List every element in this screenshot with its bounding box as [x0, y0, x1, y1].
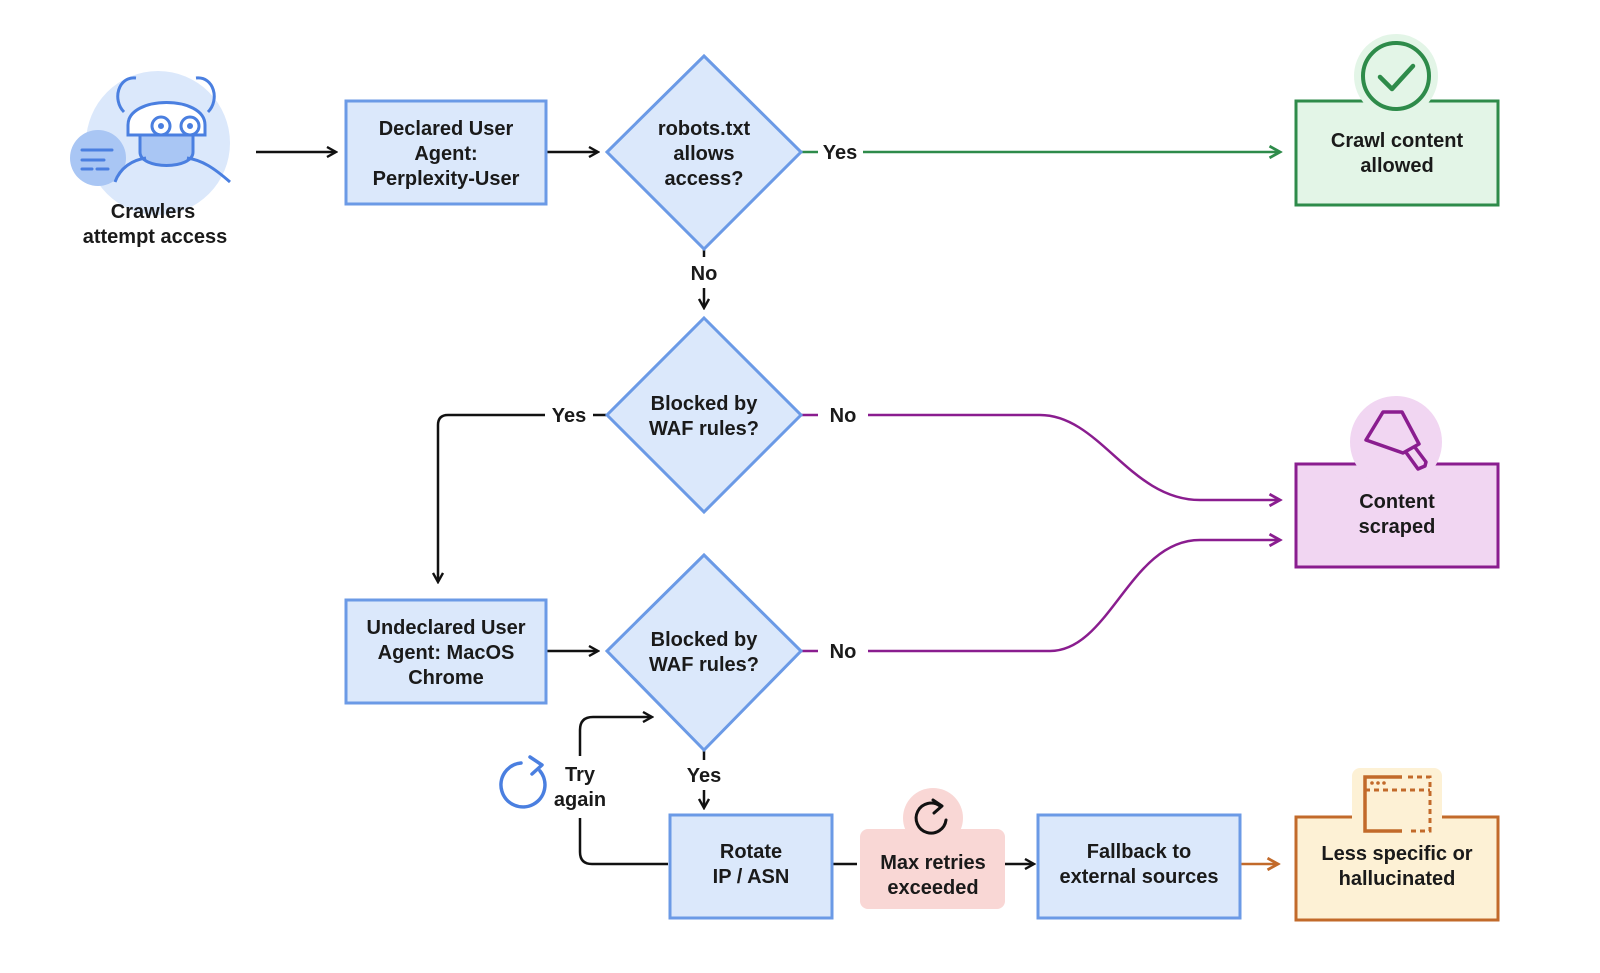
edge-retry-loop-to-waf2 — [578, 717, 652, 756]
fallback-line-1: Fallback to — [1087, 841, 1191, 863]
waf1-line-1: Blocked by — [651, 393, 759, 415]
crawl-allowed-box: Crawl content allowed — [1294, 34, 1500, 207]
waf2-line-2: WAF rules? — [649, 654, 759, 676]
content-scraped-line-1: Content — [1359, 491, 1435, 513]
declared-user-agent-box: Declared User Agent: Perplexity-User — [344, 99, 548, 206]
label-waf2-yes: Yes — [687, 765, 721, 787]
robots-line-1: robots.txt — [658, 118, 751, 140]
undeclared-ua-line-3: Chrome — [408, 667, 484, 689]
max-retries-line-1: Max retries — [880, 852, 986, 874]
waf2-line-1: Blocked by — [651, 629, 759, 651]
label-waf2-no: No — [830, 641, 857, 663]
fallback-line-2: external sources — [1060, 866, 1219, 888]
declared-ua-line-2: Agent: — [414, 143, 477, 165]
start-label-line-2: attempt access — [83, 226, 228, 248]
crawler-robot-icon — [70, 71, 231, 215]
waf1-line-2: WAF rules? — [649, 418, 759, 440]
browser-window-icon — [1352, 768, 1442, 834]
check-circle-icon — [1354, 34, 1438, 118]
edge-waf2-no-to-scraped — [868, 540, 1280, 653]
start-label-line-1: Crawlers — [111, 201, 196, 223]
waf-decision-1-diamond: Blocked by WAF rules? — [604, 315, 804, 515]
label-waf1-yes: Yes — [552, 405, 586, 427]
undeclared-ua-line-2: Agent: MacOS — [378, 642, 515, 664]
edges — [256, 152, 1280, 864]
label-try-again-line-1: Try — [565, 764, 596, 786]
waf-decision-2-diamond: Blocked by WAF rules? — [604, 552, 804, 753]
edge-rotate-retry-loop-bottom — [578, 818, 668, 866]
crawler-start: Crawlers attempt access — [70, 71, 231, 248]
label-waf1-no: No — [830, 405, 857, 427]
refresh-icon — [914, 798, 948, 835]
declared-ua-line-3: Perplexity-User — [373, 168, 520, 190]
robots-decision-diamond: robots.txt allows access? — [604, 53, 804, 252]
rotate-line-2: IP / ASN — [713, 866, 790, 888]
content-scraped-line-2: scraped — [1359, 516, 1436, 538]
robots-line-2: allows — [673, 143, 734, 165]
fallback-box: Fallback to external sources — [1036, 813, 1242, 920]
content-scraped-box: Content scraped — [1294, 396, 1500, 569]
robots-line-3: access? — [665, 168, 744, 190]
undeclared-ua-line-1: Undeclared User — [367, 617, 526, 639]
rotate-ip-box: Rotate IP / ASN — [668, 813, 834, 920]
edge-waf1-no-to-scraped — [868, 413, 1280, 500]
crawl-allowed-line-1: Crawl content — [1331, 130, 1464, 152]
max-retries-badge: Max retries exceeded — [860, 788, 1005, 909]
max-retries-line-2: exceeded — [887, 877, 978, 899]
scraper-tool-icon — [1350, 396, 1442, 488]
retry-loop-icon — [499, 755, 547, 809]
rotate-line-1: Rotate — [720, 841, 782, 863]
edge-labels: Yes No No Yes No Yes Try again — [552, 142, 857, 811]
label-try-again-line-2: again — [554, 789, 606, 811]
edge-waf1-yes-to-undeclared — [438, 413, 545, 582]
less-specific-line-2: hallucinated — [1339, 868, 1456, 890]
less-specific-line-1: Less specific or — [1321, 843, 1472, 865]
declared-ua-line-1: Declared User — [379, 118, 514, 140]
crawl-allowed-line-2: allowed — [1360, 155, 1433, 177]
label-robots-yes: Yes — [823, 142, 857, 164]
label-robots-no: No — [691, 263, 718, 285]
undeclared-user-agent-box: Undeclared User Agent: MacOS Chrome — [344, 598, 548, 705]
less-specific-box: Less specific or hallucinated — [1294, 768, 1500, 922]
